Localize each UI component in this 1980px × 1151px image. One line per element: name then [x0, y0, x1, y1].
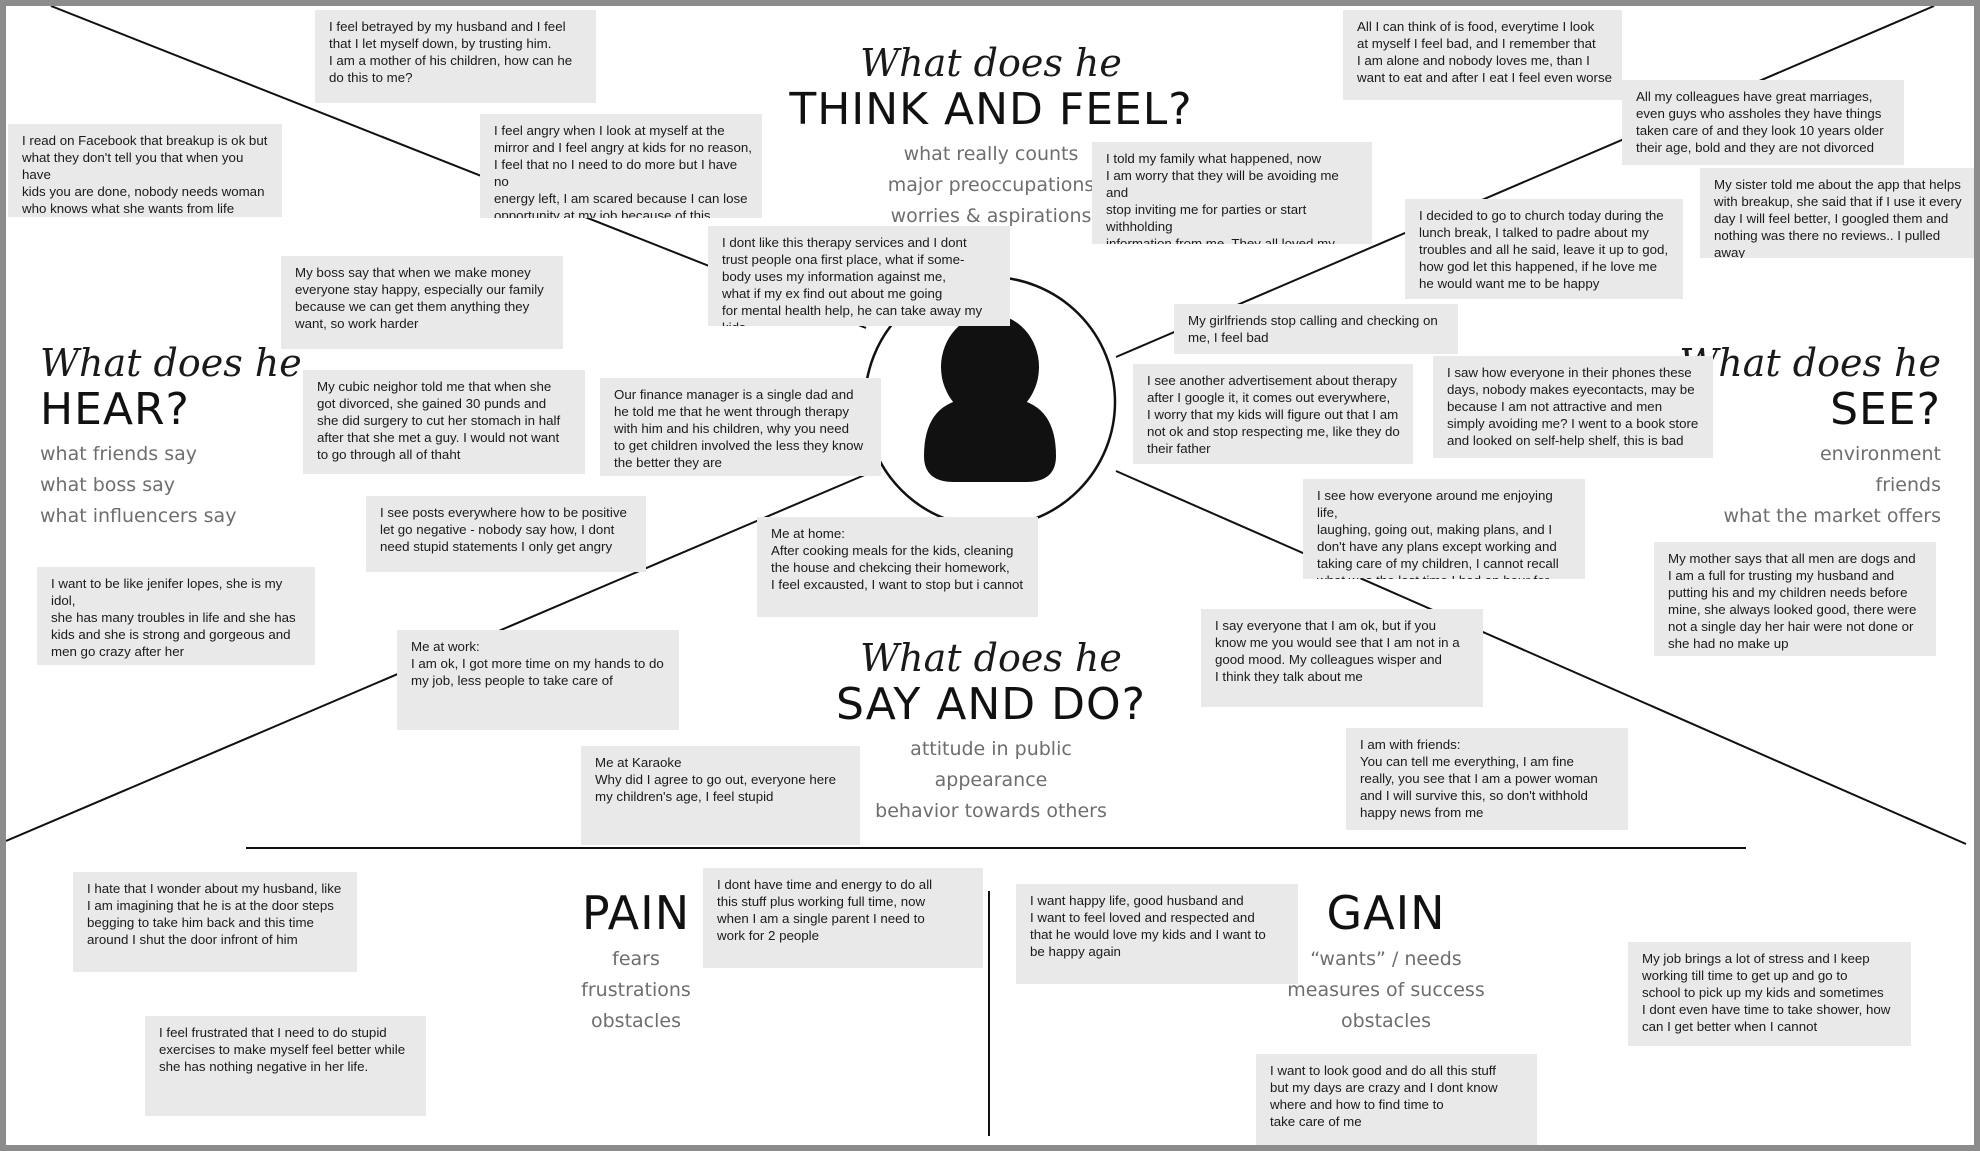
gain-sub-3: obstacles: [1341, 1010, 1431, 1032]
say-do-title: SAY AND DO?: [835, 679, 1147, 730]
pain-title: PAIN: [581, 886, 691, 940]
think-feel-intro: What does he: [860, 41, 1122, 85]
gain-sub-1: “wants” / needs: [1310, 948, 1462, 970]
think-feel-sub-1: what really counts: [903, 143, 1079, 165]
hear-title: HEAR?: [40, 384, 190, 435]
think-feel-sub-3: worries & aspirations: [890, 205, 1092, 227]
note-therapy-distrust: I dont like this therapy services and I …: [708, 226, 1010, 326]
pain-sub-3: obstacles: [591, 1010, 681, 1032]
hear-sub-1: what friends say: [40, 443, 198, 465]
pain-sub-2: frustrations: [581, 979, 691, 1001]
say-do-sub-3: behavior towards others: [875, 800, 1107, 822]
note-betrayed: I feel betrayed by my husband and I feel…: [315, 10, 596, 103]
see-title: SEE?: [1830, 384, 1941, 435]
see-sub-1: environment: [1819, 443, 1941, 465]
note-facebook-breakup: I read on Facebook that breakup is ok bu…: [8, 124, 282, 217]
note-cubic-neighbor: My cubic neighor told me that when she g…: [303, 370, 585, 474]
note-girlfriends: My girlfriends stop calling and checking…: [1174, 304, 1458, 354]
gain-title: GAIN: [1326, 886, 1446, 940]
gain-sub-2: measures of success: [1287, 979, 1485, 1001]
note-enjoying-life: I see how everyone around me enjoying li…: [1303, 479, 1585, 579]
note-colleagues-marriages: All my colleagues have great marriages, …: [1622, 80, 1904, 165]
note-job-stress: My job brings a lot of stress and I keep…: [1628, 942, 1911, 1046]
see-intro: What does he: [1679, 341, 1941, 385]
note-told-family: I told my family what happened, now I am…: [1092, 142, 1372, 244]
note-wonder-husband: I hate that I wonder about my husband, l…: [73, 872, 357, 972]
think-feel-sub-2: major preoccupations: [887, 174, 1095, 196]
note-angry-mirror: I feel angry when I look at myself at th…: [480, 114, 762, 218]
say-do-intro: What does he: [860, 636, 1122, 680]
note-finance-manager: Our finance manager is a single dad and …: [600, 378, 881, 476]
hear-sub-2: what boss say: [40, 474, 176, 496]
hear-sub-3: what influencers say: [40, 505, 237, 527]
note-no-time-energy: I dont have time and energy to do all th…: [703, 868, 983, 968]
pain-sub-1: fears: [612, 948, 660, 970]
note-me-at-work: Me at work: I am ok, I got more time on …: [397, 630, 679, 730]
person-icon: [924, 314, 1056, 482]
note-boss-money: My boss say that when we make money ever…: [281, 256, 563, 349]
note-posts-positive: I see posts everywhere how to be positiv…: [366, 496, 646, 572]
note-phones: I saw how everyone in their phones these…: [1433, 356, 1713, 458]
note-church: I decided to go to church today during t…: [1405, 199, 1683, 299]
say-do-sub-1: attitude in public: [910, 738, 1072, 760]
pain-heading: PAIN fears frustrations obstacles: [536, 886, 736, 1037]
diagonal-top-right: [1115, 6, 1935, 358]
note-sister-app: My sister told me about the app that hel…: [1700, 168, 1974, 258]
diagonal-bottom-right: [1115, 470, 1967, 845]
hear-intro: What does he: [40, 341, 302, 385]
note-jenifer-lopes: I want to be like jenifer lopes, she is …: [37, 567, 315, 665]
think-feel-title: THINK AND FEEL?: [789, 84, 1193, 135]
see-sub-3: what the market offers: [1723, 505, 1941, 527]
empathy-map: What does he THINK AND FEEL? what really…: [6, 6, 1974, 1145]
say-do-sub-2: appearance: [934, 769, 1048, 791]
see-sub-2: friends: [1875, 474, 1941, 496]
gain-heading: GAIN “wants” / needs measures of success…: [1256, 886, 1516, 1037]
note-look-good: I want to look good and do all this stuf…: [1256, 1054, 1537, 1145]
think-feel-heading: What does he THINK AND FEEL? what really…: [731, 41, 1251, 232]
note-mother-says: My mother says that all men are dogs and…: [1654, 542, 1936, 656]
note-happy-life: I want happy life, good husband and I wa…: [1016, 884, 1298, 984]
note-say-ok: I say everyone that I am ok, but if you …: [1201, 609, 1483, 707]
see-heading: What does he SEE? environment friends wh…: [1606, 341, 1941, 532]
note-food: All I can think of is food, everytime I …: [1343, 10, 1622, 100]
map-lines: [6, 6, 1967, 1136]
hear-heading: What does he HEAR? what friends say what…: [40, 341, 370, 532]
note-me-at-home: Me at home: After cooking meals for the …: [757, 517, 1038, 617]
note-me-at-karaoke: Me at Karaoke Why did I agree to go out,…: [581, 746, 860, 845]
note-with-friends: I am with friends: You can tell me every…: [1346, 728, 1628, 830]
say-do-heading: What does he SAY AND DO? attitude in pub…: [766, 636, 1216, 827]
note-therapy-ads: I see another advertisement about therap…: [1133, 364, 1413, 464]
note-stupid-exercises: I feel frustrated that I need to do stup…: [145, 1016, 426, 1116]
